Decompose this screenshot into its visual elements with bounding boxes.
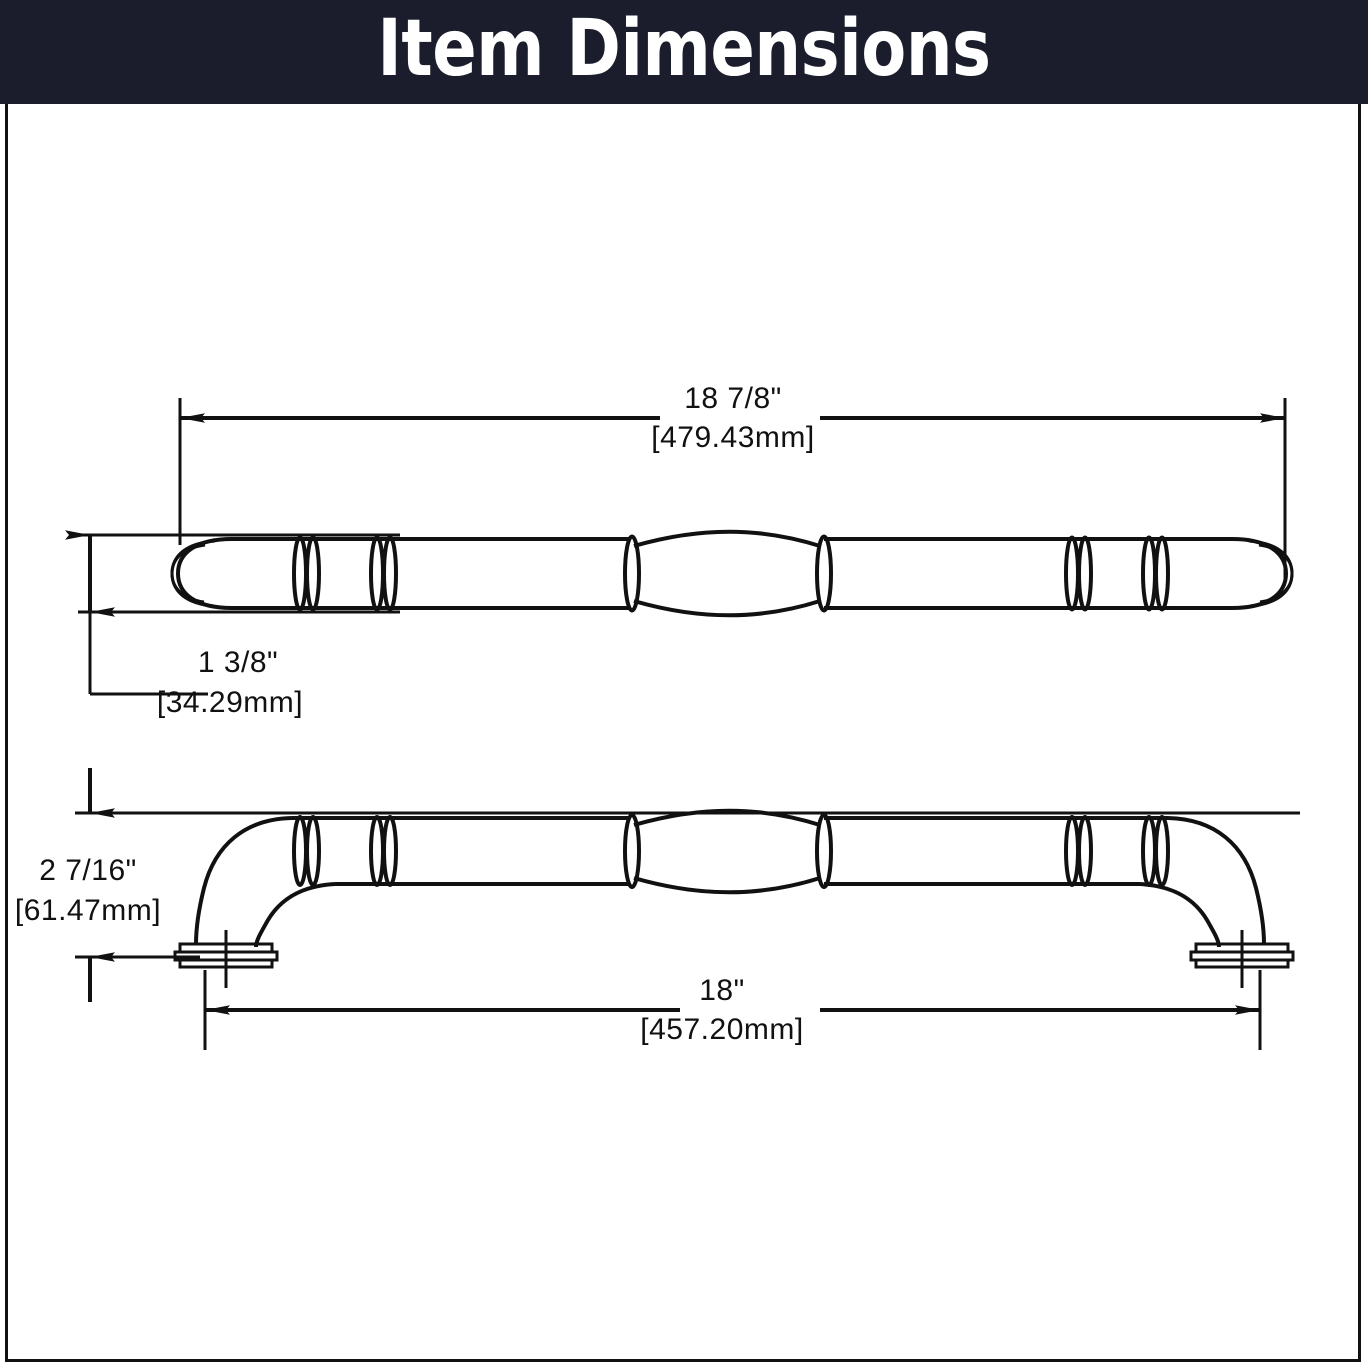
header-banner: Item Dimensions [0, 0, 1368, 104]
page-title: Item Dimensions [377, 4, 991, 94]
drawing-frame [5, 104, 1361, 1362]
